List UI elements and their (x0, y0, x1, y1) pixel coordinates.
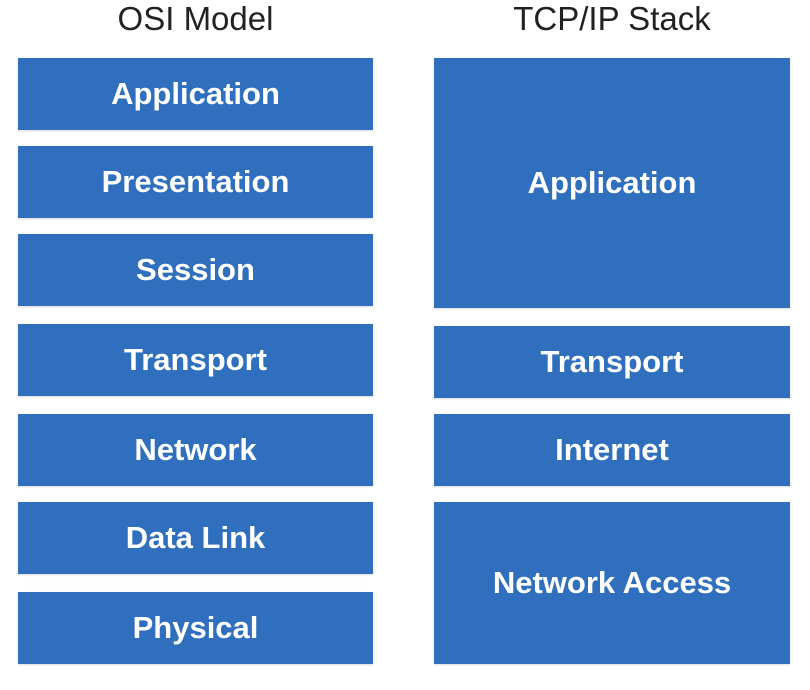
tcpip-layer-network-access: Network Access (434, 502, 790, 664)
osi-layer-network: Network (18, 414, 373, 486)
osi-layer-presentation: Presentation (18, 146, 373, 218)
osi-layer-transport: Transport (18, 324, 373, 396)
osi-layer-application: Application (18, 58, 373, 130)
osi-layer-physical: Physical (18, 592, 373, 664)
osi-layer-data-link: Data Link (18, 502, 373, 574)
tcpip-layer-internet: Internet (434, 414, 790, 486)
tcpip-layer-application: Application (434, 58, 790, 308)
tcpip-stack-title: TCP/IP Stack (513, 0, 711, 37)
osi-model-title: OSI Model (117, 0, 274, 37)
osi-layer-session: Session (18, 234, 373, 306)
tcpip-layer-transport: Transport (434, 326, 790, 398)
